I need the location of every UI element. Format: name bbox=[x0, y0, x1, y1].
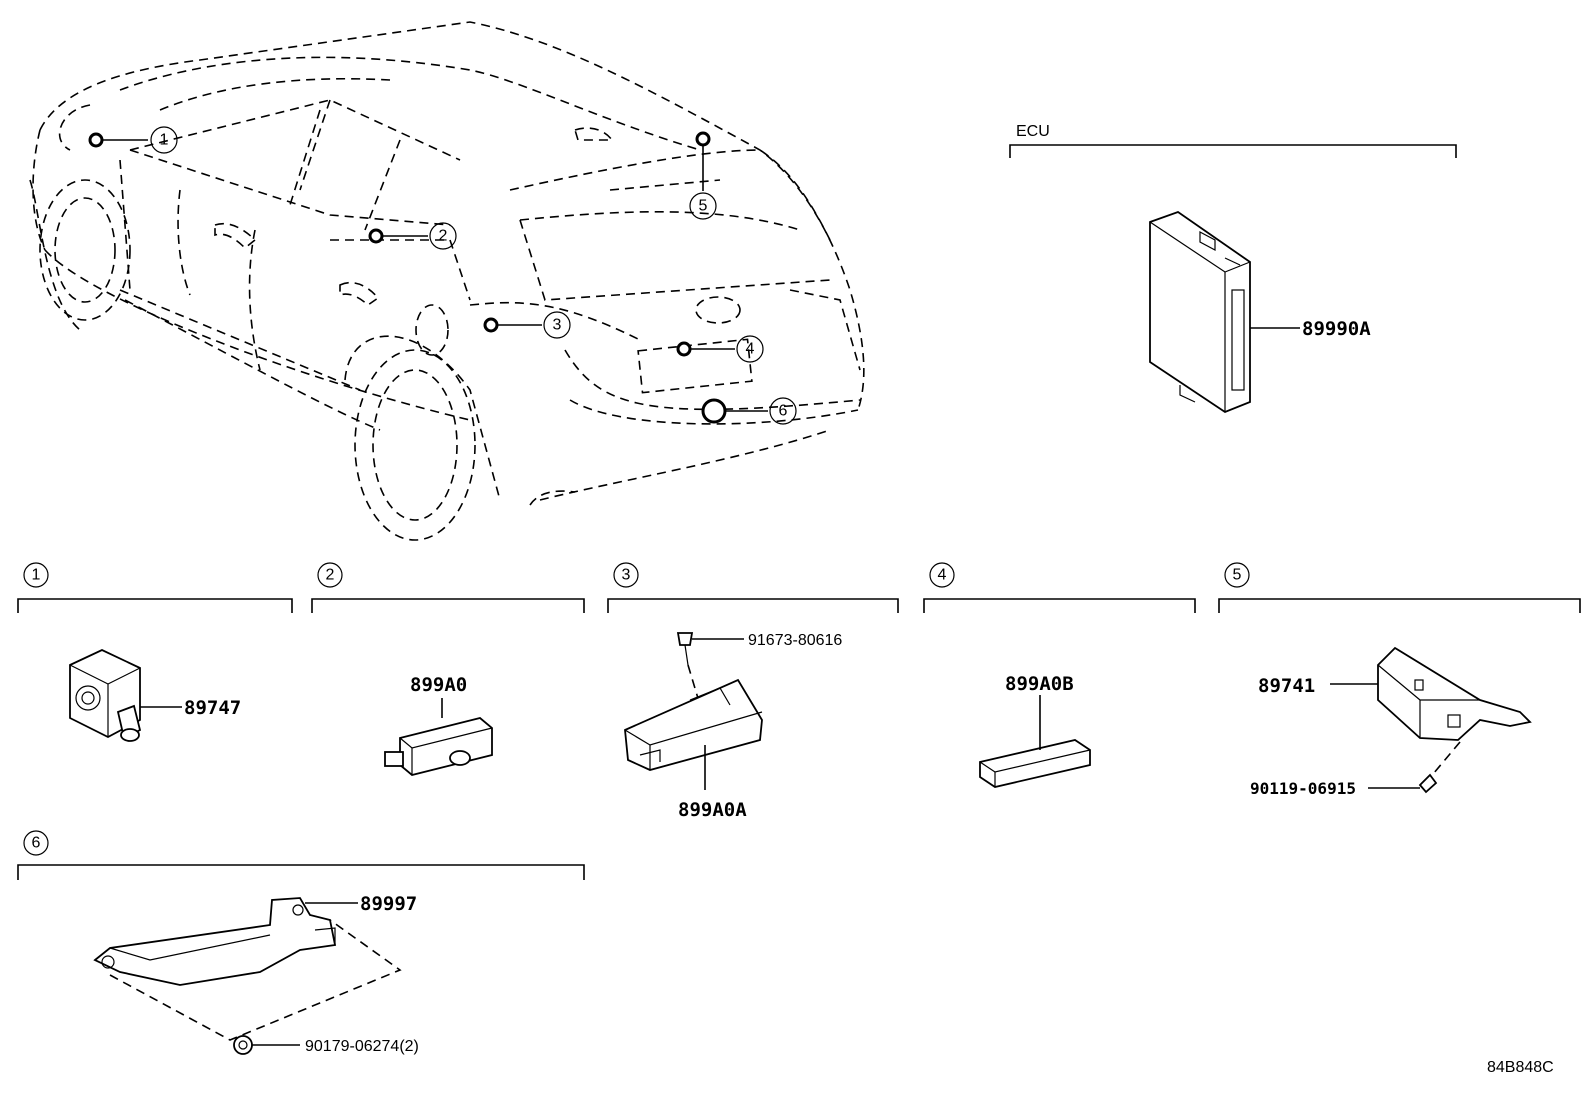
part-number: 899A0B bbox=[1005, 673, 1074, 695]
callout-number: 6 bbox=[779, 403, 788, 420]
nut-90179-illustration bbox=[233, 1035, 253, 1055]
part-number: 91673-80616 bbox=[748, 632, 842, 649]
part-number: 90179-06274(2) bbox=[305, 1038, 419, 1055]
section-1 bbox=[17, 562, 293, 742]
section-2 bbox=[311, 562, 585, 776]
part-899A0A-illustration bbox=[624, 678, 763, 771]
section-5 bbox=[1218, 562, 1581, 794]
part-number: 89747 bbox=[184, 697, 241, 719]
bolt-91673-illustration bbox=[676, 632, 701, 706]
section-number: 2 bbox=[326, 567, 335, 584]
callout-number: 1 bbox=[160, 132, 169, 149]
section-number: 5 bbox=[1233, 567, 1242, 584]
part-899A0-illustration bbox=[384, 717, 493, 776]
ecu-bracket bbox=[1009, 144, 1457, 158]
section-bracket bbox=[17, 864, 585, 880]
diagram-code: 84B848C bbox=[1487, 1059, 1554, 1076]
ecu-group: ECU 89990A bbox=[1009, 123, 1457, 414]
part-89747-illustration bbox=[69, 649, 142, 742]
ecu-group-label: ECU bbox=[1016, 123, 1050, 140]
part-number: 89741 bbox=[1258, 675, 1315, 697]
part-number-ecu: 89990A bbox=[1302, 318, 1371, 340]
section-number: 3 bbox=[622, 567, 631, 584]
section-bracket bbox=[1218, 598, 1581, 613]
section-number: 1 bbox=[32, 567, 41, 584]
section-bracket bbox=[17, 598, 293, 613]
section-6 bbox=[17, 830, 585, 1055]
part-number: 899A0 bbox=[410, 674, 467, 696]
part-89741-illustration bbox=[1377, 646, 1532, 741]
part-number: 89997 bbox=[360, 893, 417, 915]
part-number: 899A0A bbox=[678, 799, 747, 821]
callout-number: 5 bbox=[699, 198, 708, 215]
bolt-90119-illustration bbox=[1418, 773, 1438, 794]
callout-number: 3 bbox=[553, 317, 562, 334]
section-bracket bbox=[607, 598, 899, 613]
section-number: 4 bbox=[938, 567, 947, 584]
section-4 bbox=[923, 562, 1196, 788]
part-89997-illustration bbox=[93, 897, 337, 986]
section-3 bbox=[607, 562, 899, 790]
callout-markers bbox=[88, 126, 797, 425]
section-number: 6 bbox=[32, 835, 41, 852]
callout-number: 2 bbox=[439, 228, 448, 245]
part-number: 90119-06915 bbox=[1250, 779, 1356, 798]
callout-number: 4 bbox=[746, 341, 755, 358]
section-bracket bbox=[311, 598, 585, 613]
part-899A0B-illustration bbox=[979, 739, 1091, 788]
vehicle-illustration bbox=[29, 21, 865, 541]
ecu-module bbox=[1149, 210, 1251, 414]
section-bracket bbox=[923, 598, 1196, 613]
